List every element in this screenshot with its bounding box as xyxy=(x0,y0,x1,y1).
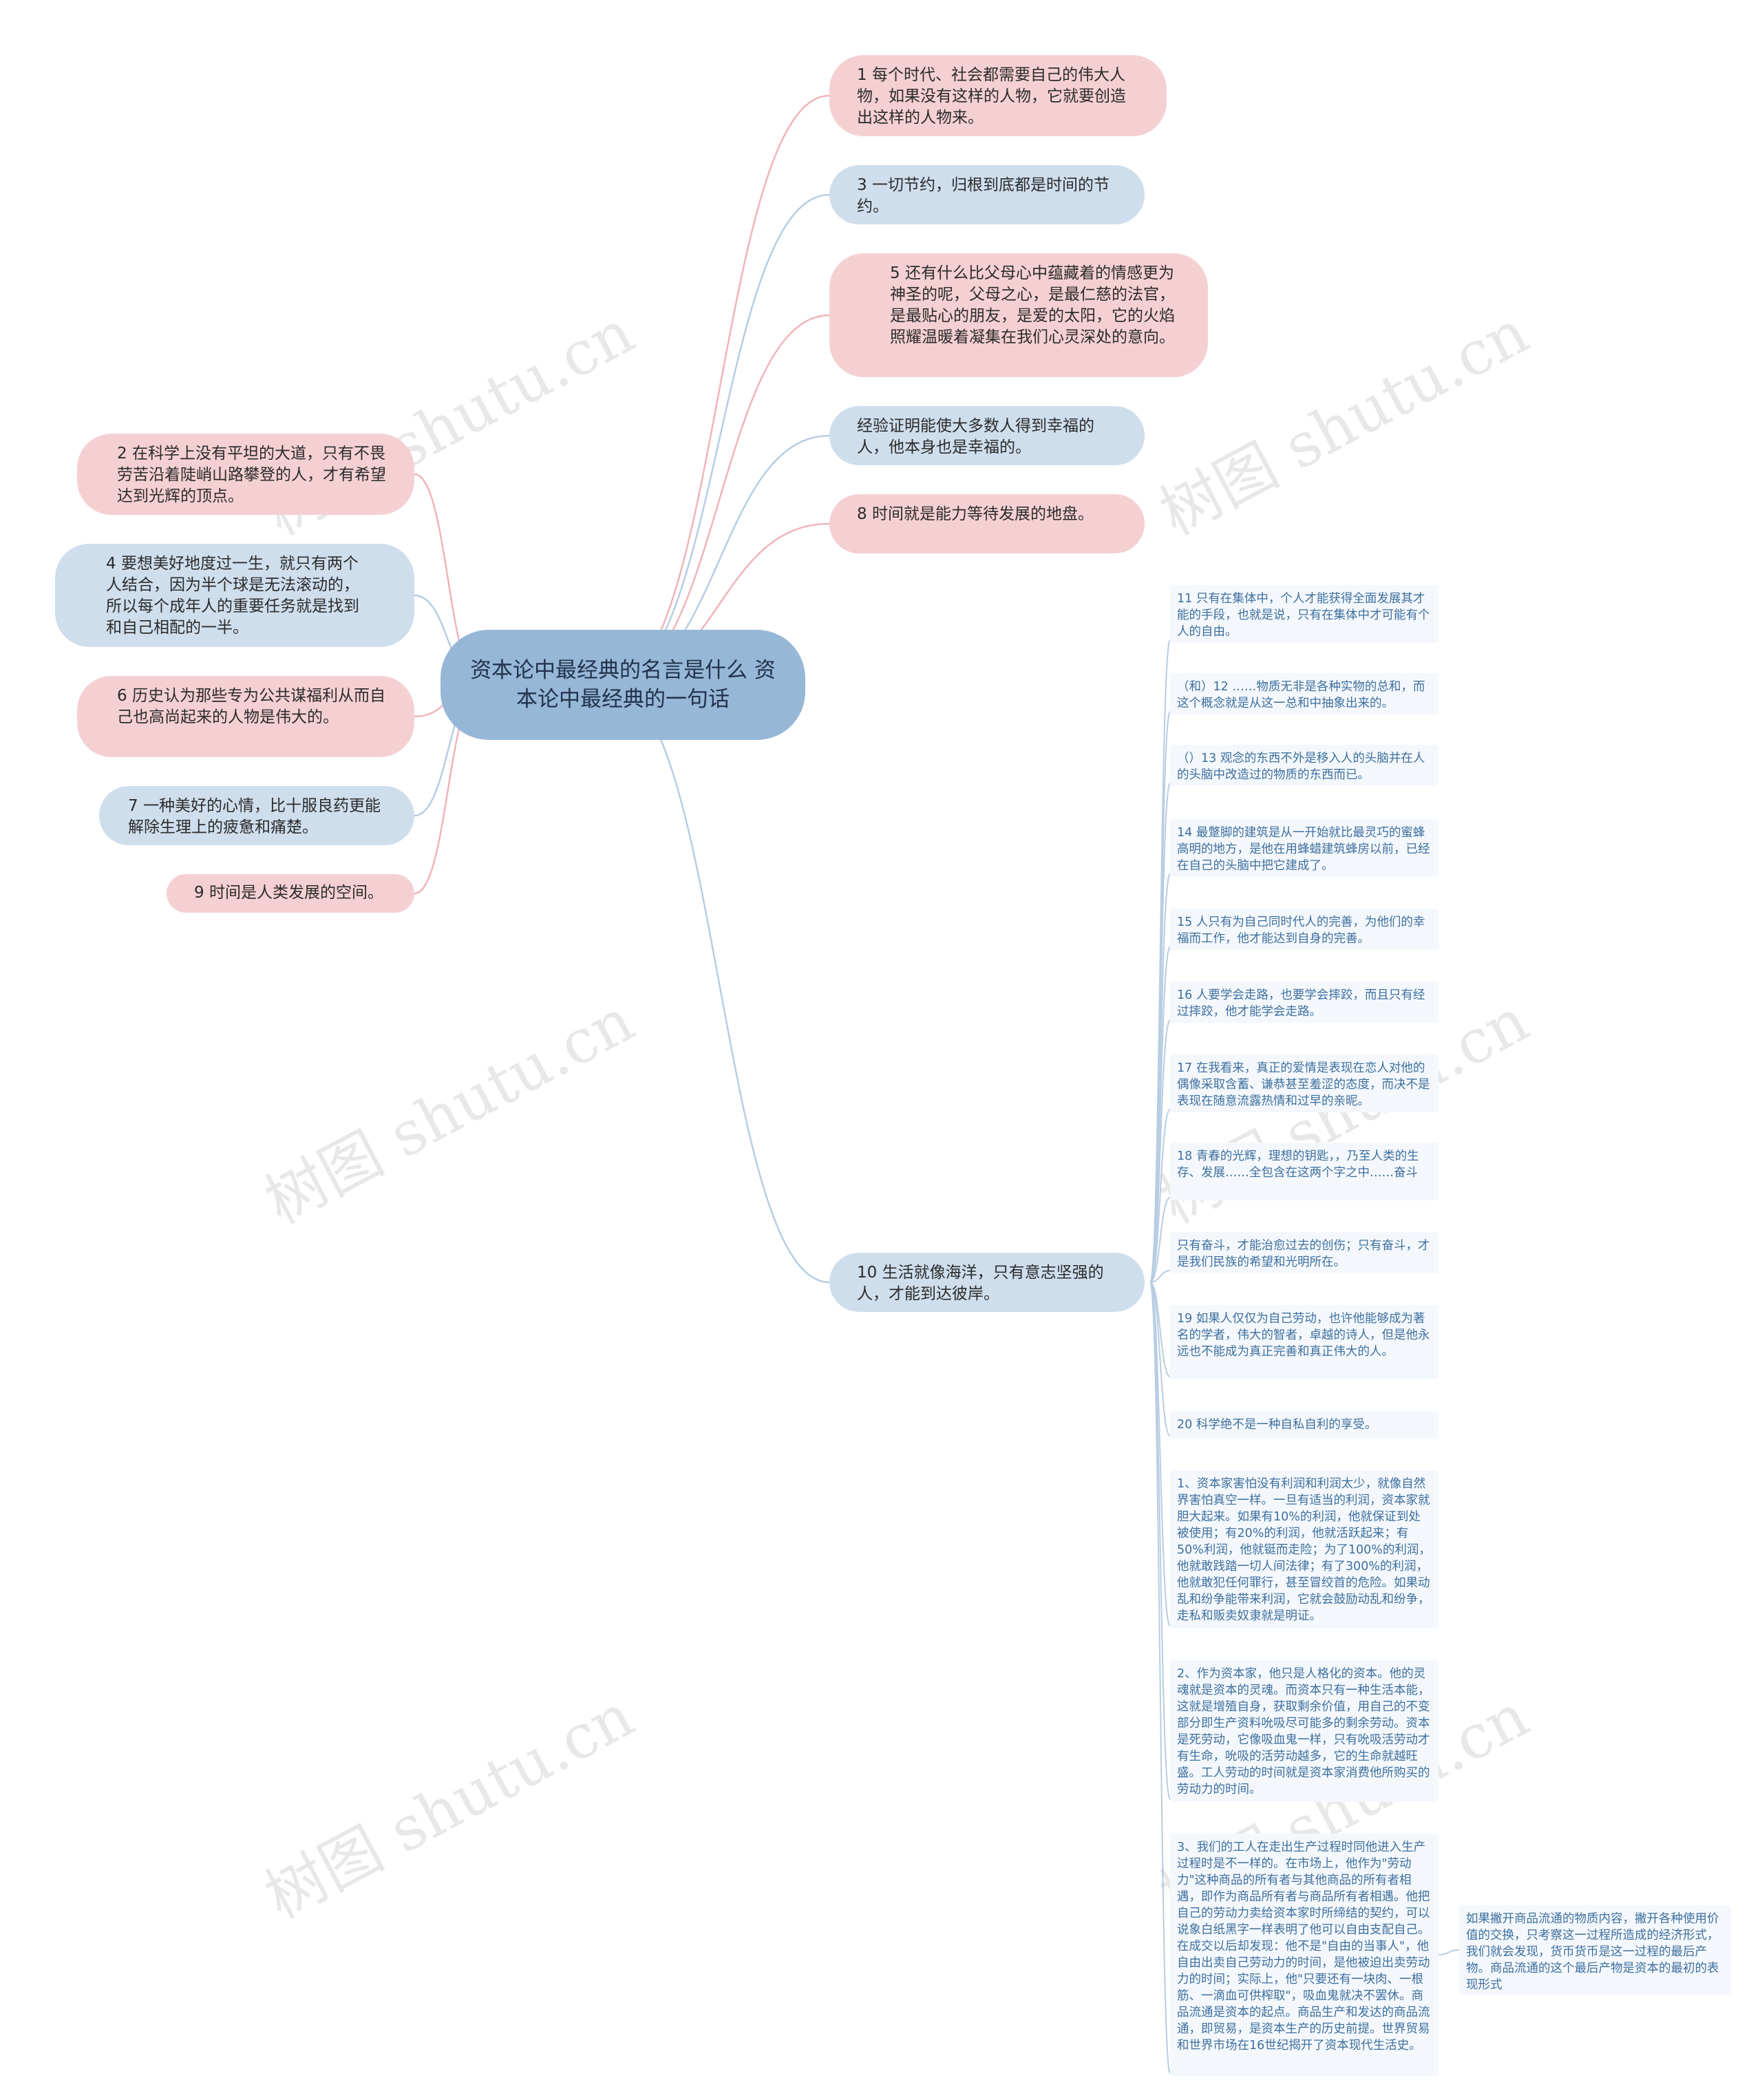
quote-node-2[interactable]: 2 在科学上没有平坦的大道，只有不畏劳苦沿着陡峭山路攀登的人，才有希望达到光辉的… xyxy=(77,434,414,515)
leaf-connector-line xyxy=(1149,1282,1171,1626)
leaf-quote-capital-2[interactable]: 2、作为资本家，他只是人格化的资本。他的灵魂就是资本的灵魂。而资本只有一种生活本… xyxy=(1170,1660,1439,1802)
leaf-quote-16[interactable]: 16 人要学会走路，也要学会摔跤，而且只有经过摔跤，他才能学会走路。 xyxy=(1170,982,1439,1023)
leaf-connector-line xyxy=(1438,1949,1460,1955)
quote-node-6[interactable]: 6 历史认为那些专为公共谋福利从而自己也高尚起来的人物是伟大的。 xyxy=(77,676,414,757)
leaf-connector-line xyxy=(1149,1270,1171,1283)
root-topic[interactable]: 资本论中最经典的名言是什么 资本论中最经典的一句话 xyxy=(440,630,805,740)
leaf-connector-line xyxy=(1149,1282,1171,1436)
leaf-quote-14[interactable]: 14 最蹩脚的建筑是从一开始就比最灵巧的蜜蜂高明的地方，是他在用蜂蜡建筑蜂房以前… xyxy=(1170,819,1439,877)
connector-line xyxy=(608,193,830,686)
leaf-connector-line xyxy=(1149,1197,1171,1283)
quote-node-9[interactable]: 9 时间是人类发展的空间。 xyxy=(167,874,414,913)
quote-node-3[interactable]: 3 一切节约，归根到底都是时间的节约。 xyxy=(829,165,1145,224)
quote-node-8[interactable]: 8 时间就是能力等待发展的地盘。 xyxy=(829,494,1145,553)
quote-node-5[interactable]: 5 还有什么比父母心中蕴藏着的情感更为神圣的呢，父母之心，是最仁慈的法官，是最贴… xyxy=(829,253,1208,377)
leaf-quote-12[interactable]: （和）12 ……物质无非是各种实物的总和，而这个概念就是从这一总和中抽象出来的。 xyxy=(1170,673,1439,714)
leaf-quote-capital-1[interactable]: 1、资本家害怕没有利润和利润太少，就像自然界害怕真空一样。一旦有适当的利润，资本… xyxy=(1170,1470,1439,1629)
quote-node-10[interactable]: 10 生活就像海洋，只有意志坚强的人，才能到达彼岸。 xyxy=(829,1253,1145,1312)
sub-leaf-commodity-circulation[interactable]: 如果撇开商品流通的物质内容，撇开各种使用价值的交换，只考察这一过程所造成的经济形… xyxy=(1459,1905,1731,1995)
leaf-connector-line xyxy=(1149,1019,1171,1283)
quote-node-4[interactable]: 4 要想美好地度过一生，就只有两个人结合，因为半个球是无法滚动的，所以每个成年人… xyxy=(55,544,414,647)
leaf-quote-11[interactable]: 11 只有在集体中，个人才能获得全面发展其才能的手段，也就是说，只有在集体中才可… xyxy=(1170,585,1439,643)
leaf-quote-13[interactable]: （）13 观念的东西不外是移入人的头脑并在人的头脑中改造过的物质的东西而已。 xyxy=(1170,745,1439,786)
connector-line xyxy=(608,94,830,686)
quote-node-7[interactable]: 7 一种美好的心情，比十服良药更能解除生理上的疲惫和痛楚。 xyxy=(99,786,414,845)
leaf-quote-capital-3[interactable]: 3、我们的工人在走出生产过程时同他进入生产过程时是不一样的。在市场上，他作为"劳… xyxy=(1170,1834,1439,2076)
leaf-connector-line xyxy=(1149,1282,1171,2074)
leaf-quote-20[interactable]: 20 科学绝不是一种自私自利的享受。 xyxy=(1170,1411,1439,1439)
quote-node-experience[interactable]: 经验证明能使大多数人得到幸福的人，他本身也是幸福的。 xyxy=(829,406,1145,465)
leaf-quote-struggle[interactable]: 只有奋斗，才能治愈过去的创伤；只有奋斗，才是我们民族的希望和光明所在。 xyxy=(1170,1232,1439,1273)
quote-node-1[interactable]: 1 每个时代、社会都需要自己的伟大人物，如果没有这样的人物，它就要创造出这样的人… xyxy=(829,55,1167,136)
leaf-quote-17[interactable]: 17 在我看来，真正的爱情是表现在恋人对他的偶像采取含蓄、谦恭甚至羞涩的态度，而… xyxy=(1170,1054,1439,1112)
leaf-connector-line xyxy=(1149,1109,1171,1283)
leaf-quote-19[interactable]: 19 如果人仅仅为自己劳动，也许他能够成为著名的学者，伟大的智者，卓越的诗人，但… xyxy=(1170,1305,1439,1379)
connector-line xyxy=(608,683,830,1284)
leaf-quote-15[interactable]: 15 人只有为自己同时代人的完善，为他们的幸福而工作，他才能达到自身的完善。 xyxy=(1170,909,1439,950)
leaf-quote-18[interactable]: 18 青春的光辉，理想的钥匙，，乃至人类的生存、发展……全包含在这两个字之中……… xyxy=(1170,1143,1439,1200)
